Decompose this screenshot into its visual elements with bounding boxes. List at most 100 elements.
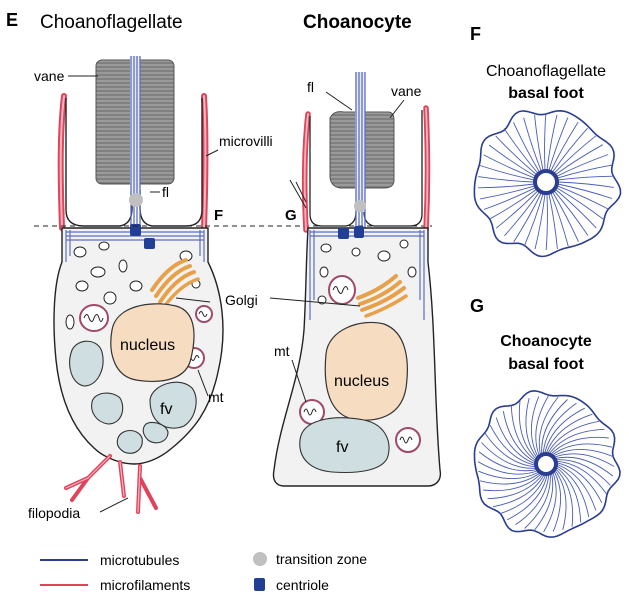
basal-foot-microtubule (543, 471, 557, 533)
choanoflagellate-vesicles (65, 241, 201, 330)
choanoflagellate-food-vacuoles (69, 340, 197, 454)
basal-foot-microtubule (550, 192, 569, 247)
legend: microtubules microfilaments transition z… (40, 551, 367, 593)
basal-foot-microtubule (555, 463, 597, 511)
choanocyte-microvilli (301, 105, 431, 233)
choanoflagellate-leader-lines (68, 75, 219, 513)
basal-foot-microtubule (548, 117, 569, 171)
basal-foot-microtubule (545, 413, 593, 455)
basal-foot-microtubule (555, 459, 611, 486)
transition-zone-right (354, 200, 366, 212)
basal-foot-microtubule (535, 395, 549, 457)
fl-right-label: fl (307, 79, 314, 95)
panel-f-title-line2: basal foot (508, 85, 584, 102)
basal-foot-microtubule (480, 185, 535, 200)
basal-foot-microtubule (557, 164, 612, 179)
basal-foot-microtubule (484, 433, 537, 468)
choanocyte-cortical-microtubules (309, 230, 425, 320)
basal-foot-microtubule (483, 154, 535, 179)
centriole-right-1 (338, 228, 349, 239)
choanoflagellate-title: Choanoflagellate (40, 12, 183, 33)
basal-foot-microtubule (503, 128, 539, 174)
basal-foot-microtubule (506, 473, 548, 521)
panel-letter-g: G (470, 296, 484, 316)
basal-foot-microtubule (510, 405, 537, 462)
basal-foot-microtubule (550, 121, 579, 172)
legend-centriole-swatch (254, 578, 265, 591)
golgi-label: Golgi (225, 292, 258, 308)
basal-foot-microtubule (513, 122, 540, 173)
basal-foot-microtubule (544, 113, 547, 171)
centriole-right-2 (354, 226, 364, 238)
basal-foot-microtubule (552, 449, 614, 458)
basal-foot-microtubule (553, 453, 615, 467)
fv-right-label: fv (336, 439, 348, 456)
basal-foot-microtubule (554, 467, 574, 527)
basal-foot-center (533, 169, 559, 195)
choanocyte-food-vacuole (299, 417, 390, 473)
legend-transition-zone-swatch (253, 552, 267, 566)
basal-foot-microtubule (492, 473, 545, 508)
choanocyte-leader-lines (269, 91, 405, 403)
nucleus-right-label: nucleus (334, 373, 389, 390)
basal-foot-microtubule (499, 473, 547, 515)
basal-foot-microtubule (479, 165, 535, 181)
basal-foot-microtubule (555, 144, 604, 175)
fl-left-label: fl (162, 184, 169, 200)
basal-foot-microtubule (477, 461, 539, 475)
panel-f-title-line1: Choanoflagellate (486, 63, 606, 80)
basal-foot-microtubule (553, 190, 589, 236)
transition-zone-left (129, 193, 143, 207)
basal-foot-microtubule (495, 190, 539, 229)
basal-foot-microtubule (479, 472, 541, 485)
basal-foot-microtubule (502, 410, 537, 463)
basal-foot-microtubule (557, 181, 614, 188)
vane-left-label: vane (34, 68, 65, 84)
choanocyte-title: Choanocyte (303, 12, 412, 33)
basal-foot-microtubule (534, 114, 544, 171)
choanocyte-vesicles (317, 239, 417, 305)
basal-foot-microtubule (531, 396, 540, 458)
basal-foot-microtubule (555, 189, 597, 229)
basal-foot-microtubule (515, 473, 550, 526)
vane-right-label: vane (391, 83, 422, 99)
basal-foot-microtubule (533, 472, 554, 532)
legend-centriole-label: centriole (276, 577, 329, 593)
panel-g-title-line2: basal foot (508, 356, 584, 373)
basal-foot-microtubule (513, 192, 542, 243)
basal-foot-center (534, 452, 558, 476)
centriole-left-2 (144, 238, 155, 249)
panel-letter-e: E (6, 10, 18, 30)
choanoflagellate-filopodia (64, 454, 158, 514)
basal-foot-microtubule (483, 472, 543, 492)
basal-foot-microtubule (555, 465, 590, 518)
panel-g-title-line1: Choanocyte (500, 333, 592, 350)
basal-foot-microtubule (525, 397, 538, 459)
choanoflagellate-microvilli (57, 93, 209, 231)
basal-foot-microtubule (544, 407, 586, 455)
choanocyte-nucleus (324, 321, 408, 421)
choanocyte-basal-foot (473, 389, 621, 538)
basal-foot-microtubule (551, 443, 613, 456)
basal-foot-microtubule (487, 473, 544, 500)
panel-letter-f: F (470, 24, 481, 44)
basal-foot-microtubule (524, 473, 551, 529)
basal-foot-microtubule (555, 466, 582, 523)
basal-foot-microtubule (534, 193, 546, 250)
basal-foot-microtubule (478, 451, 538, 472)
basal-foot-microtubule (523, 117, 542, 172)
basal-foot-microtubule (523, 193, 544, 247)
choanocyte-golgi (356, 274, 408, 318)
centriole-left-1 (130, 224, 141, 236)
mt-left-label: mt (208, 389, 224, 405)
basal-foot-microtubule (555, 462, 603, 504)
basal-foot-microtubule (478, 176, 535, 183)
choanoflagellate-golgi (150, 258, 200, 309)
mt-right-label: mt (274, 343, 290, 359)
basal-foot-microtubule (478, 183, 535, 189)
basal-foot-microtubule (547, 420, 600, 455)
basal-foot-microtubule (552, 127, 588, 173)
basal-foot-microtubule (489, 424, 537, 466)
basal-foot-microtubule (483, 187, 536, 210)
